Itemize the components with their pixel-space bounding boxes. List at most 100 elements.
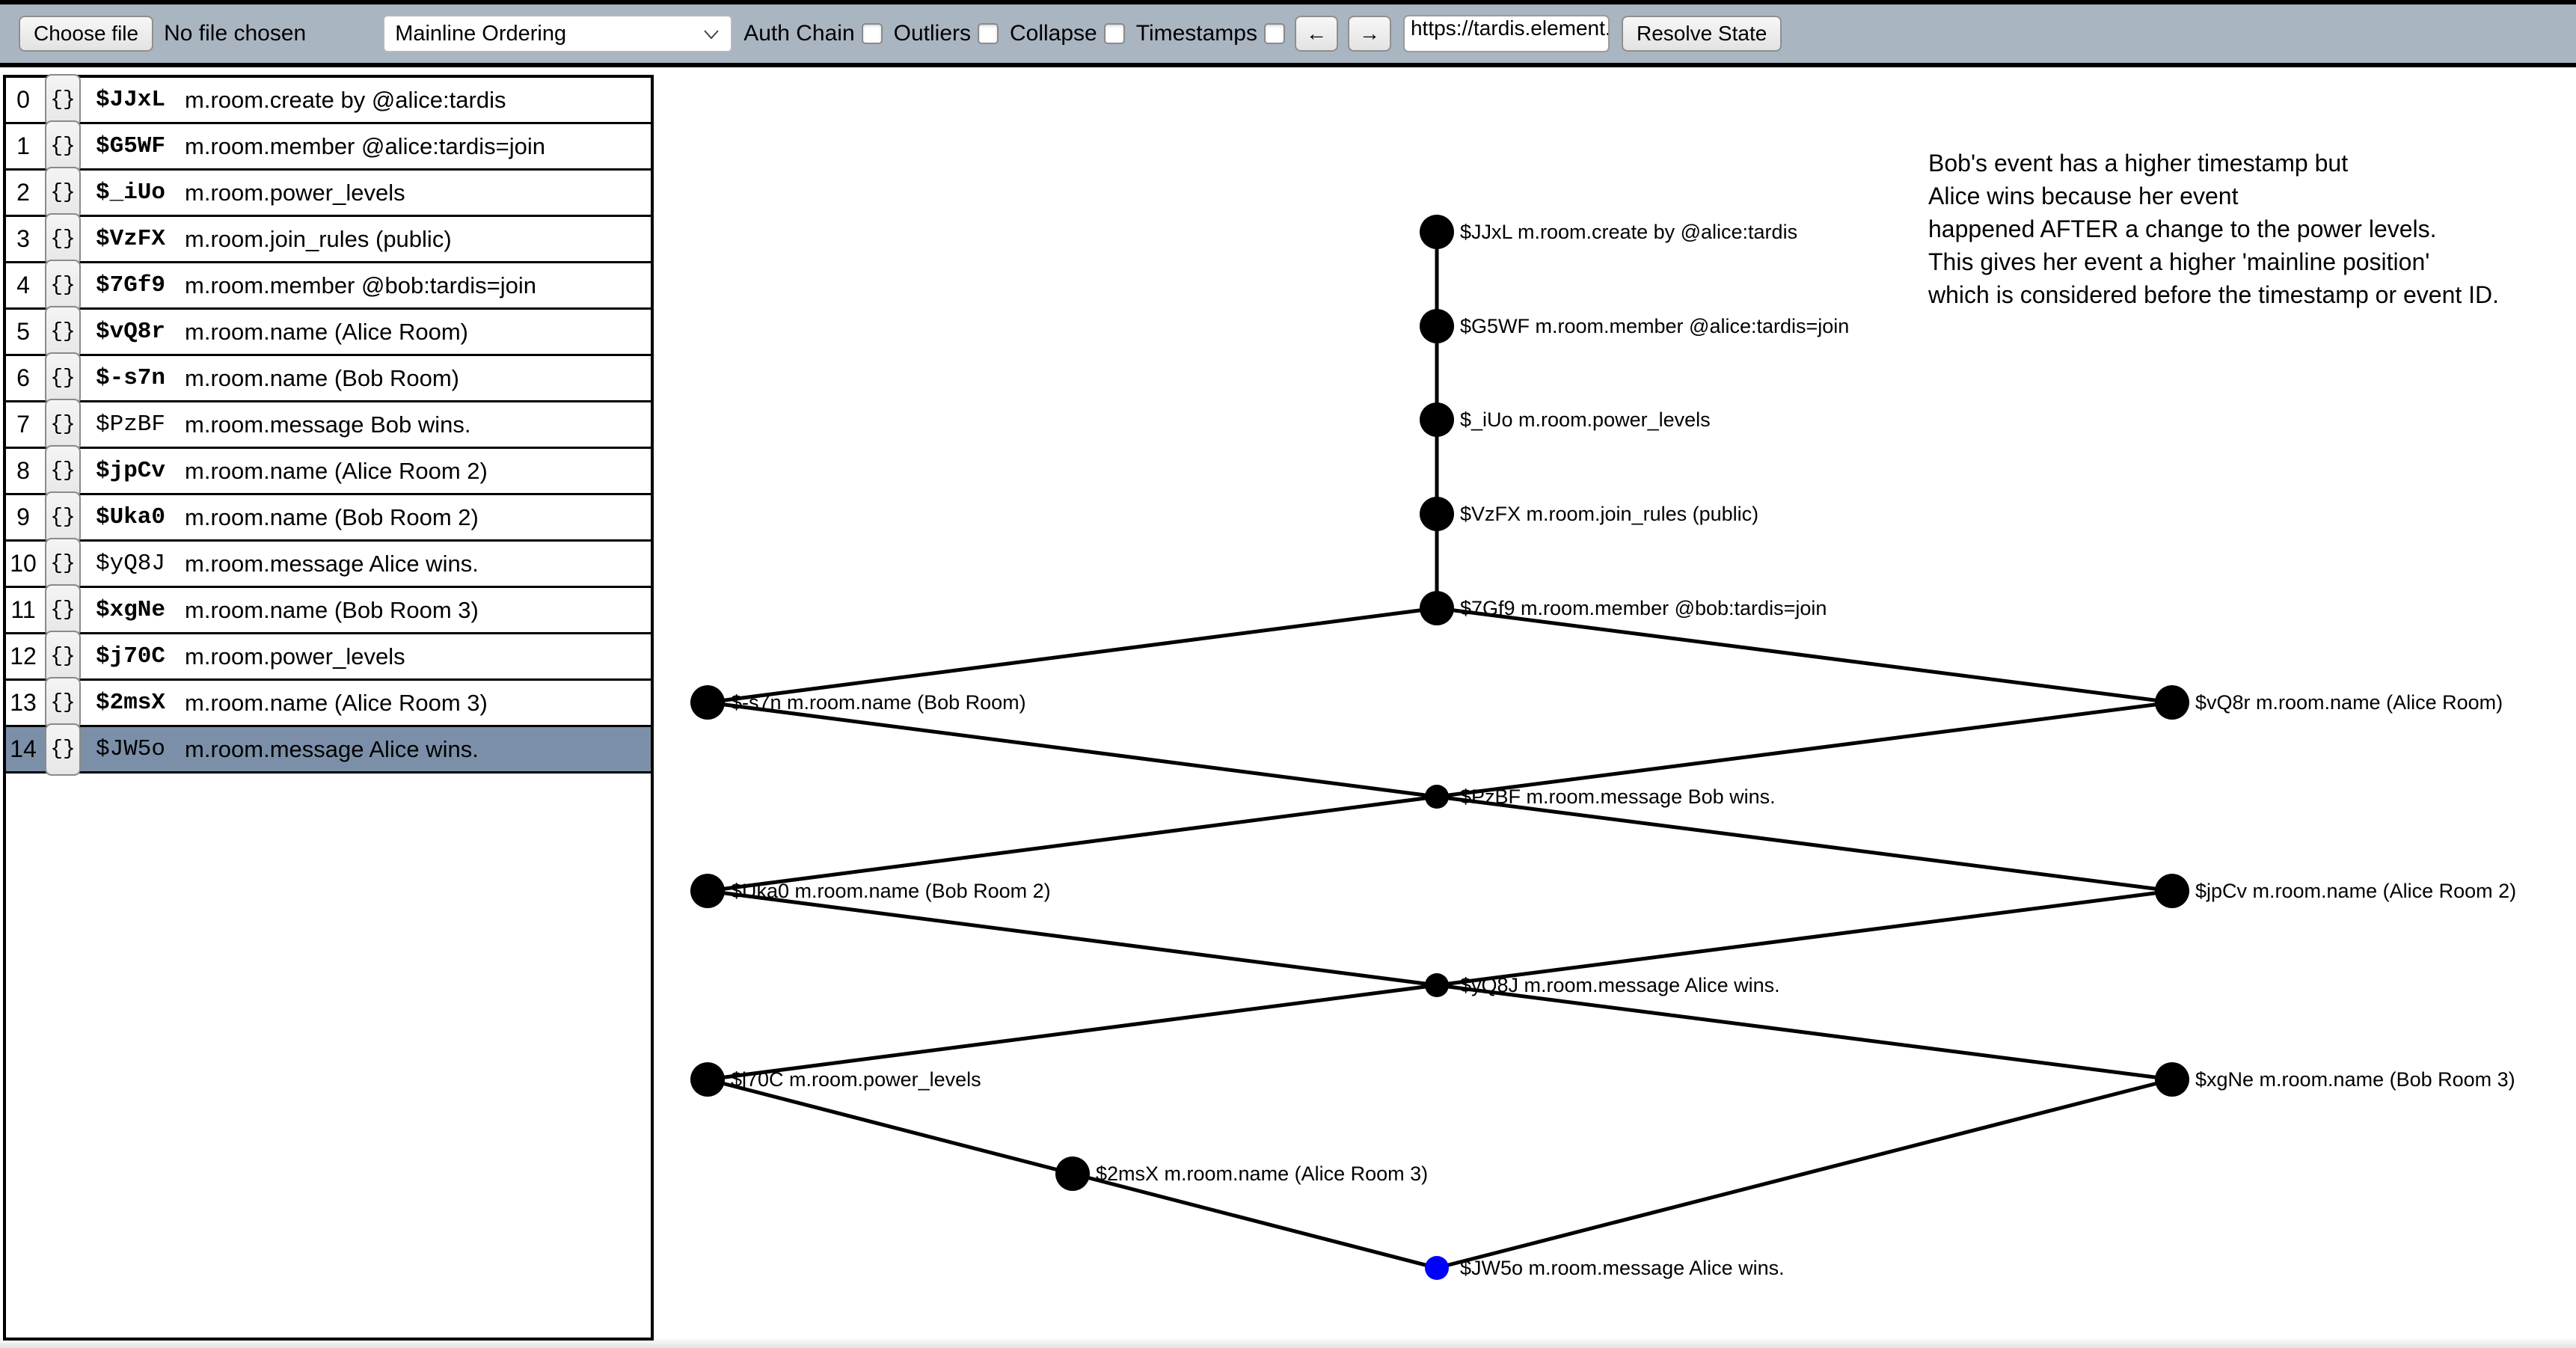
annotation-note: Bob's event has a higher timestamp but A… xyxy=(1928,147,2572,311)
file-status-text: No file chosen xyxy=(164,21,307,46)
dag-node[interactable] xyxy=(1425,785,1449,809)
timestamps-option: Timestamps xyxy=(1136,21,1285,46)
back-button[interactable]: ← xyxy=(1294,16,1338,52)
event-json-button[interactable]: {} xyxy=(45,212,81,266)
dag-edge xyxy=(707,606,1438,705)
event-json-button[interactable]: {} xyxy=(45,630,81,683)
annotation-line: This gives her event a higher 'mainline … xyxy=(1928,248,2430,275)
event-row[interactable]: 6 {} $-s7n m.room.name (Bob Room) xyxy=(6,352,651,405)
event-row[interactable]: 12 {} $j70C m.room.power_levels xyxy=(6,630,651,683)
event-json-button[interactable]: {} xyxy=(45,166,81,219)
outliers-option: Outliers xyxy=(894,21,999,46)
event-json-button[interactable]: {} xyxy=(45,398,81,451)
auth-chain-label: Auth Chain xyxy=(743,21,855,46)
resolve-state-button[interactable]: Resolve State xyxy=(1621,16,1782,52)
annotation-line: which is considered before the timestamp… xyxy=(1928,281,2500,308)
dag-edge xyxy=(1436,606,2173,705)
event-row[interactable]: 2 {} $_iUo m.room.power_levels xyxy=(6,166,651,219)
collapse-checkbox[interactable] xyxy=(1103,23,1125,44)
event-index: 10 xyxy=(10,550,37,577)
dag-node-label: $7Gf9 m.room.member @bob:tardis=join xyxy=(1460,597,1827,619)
dag-node-label: $xgNe m.room.name (Bob Room 3) xyxy=(2195,1068,2515,1091)
dag-node-label: $Uka0 m.room.name (Bob Room 2) xyxy=(731,880,1051,902)
dag-node[interactable] xyxy=(690,874,725,908)
event-id: $xgNe xyxy=(96,597,166,623)
auth-chain-option: Auth Chain xyxy=(743,21,883,46)
event-description: m.room.join_rules (public) xyxy=(185,225,452,252)
dag-node-label: $JJxL m.room.create by @alice:tardis xyxy=(1460,221,1797,243)
dag-node[interactable] xyxy=(1420,497,1454,531)
event-json-button[interactable]: {} xyxy=(45,352,81,405)
ordering-select[interactable]: Mainline Ordering xyxy=(383,15,733,52)
timestamps-label: Timestamps xyxy=(1135,21,1257,46)
event-row[interactable]: 7 {} $PzBF m.room.message Bob wins. xyxy=(6,398,651,451)
event-row[interactable]: 13 {} $2msX m.room.name (Alice Room 3) xyxy=(6,676,651,729)
dag-edge xyxy=(707,983,1438,1082)
chevron-down-icon xyxy=(702,22,720,46)
event-index: 5 xyxy=(16,318,30,345)
event-description: m.room.name (Bob Room 3) xyxy=(185,596,479,623)
event-json-button[interactable]: {} xyxy=(45,305,81,358)
dag-node[interactable] xyxy=(1420,309,1454,343)
event-id: $7Gf9 xyxy=(96,272,166,298)
dag-node[interactable] xyxy=(1055,1156,1090,1191)
event-id: $vQ8r xyxy=(96,319,166,345)
dag-node[interactable] xyxy=(2155,874,2189,908)
dag-node[interactable] xyxy=(1420,591,1454,625)
dag-node[interactable] xyxy=(690,1062,725,1097)
event-row[interactable]: 3 {} $VzFX m.room.join_rules (public) xyxy=(6,212,651,266)
event-id: $jpCv xyxy=(96,458,166,484)
event-json-button[interactable]: {} xyxy=(45,676,81,729)
event-json-button[interactable]: {} xyxy=(45,73,81,126)
dag-node[interactable] xyxy=(2155,685,2189,720)
event-index: 7 xyxy=(16,411,30,438)
forward-button[interactable]: → xyxy=(1347,16,1391,52)
event-json-button[interactable]: {} xyxy=(45,491,81,544)
event-description: m.room.name (Alice Room) xyxy=(185,318,468,345)
choose-file-button[interactable]: Choose file xyxy=(19,16,154,52)
auth-chain-checkbox[interactable] xyxy=(861,23,883,44)
event-description: m.room.create by @alice:tardis xyxy=(185,86,506,113)
dag-edge xyxy=(1436,794,2173,893)
dag-node[interactable] xyxy=(690,685,725,720)
dag-node[interactable] xyxy=(2155,1062,2189,1097)
event-row[interactable]: 5 {} $vQ8r m.room.name (Alice Room) xyxy=(6,305,651,358)
event-row[interactable]: 0 {} $JJxL m.room.create by @alice:tardi… xyxy=(6,73,651,126)
server-url-input[interactable]: https://tardis.element.dev xyxy=(1402,15,1610,52)
event-index: 12 xyxy=(10,643,37,670)
dag-edge xyxy=(1436,1077,2173,1270)
event-index: 13 xyxy=(10,689,37,716)
dag-node[interactable] xyxy=(1425,973,1449,997)
dag-node[interactable] xyxy=(1420,215,1454,249)
event-row[interactable]: 11 {} $xgNe m.room.name (Bob Room 3) xyxy=(6,583,651,637)
outliers-checkbox[interactable] xyxy=(978,23,999,44)
dag-node[interactable] xyxy=(1420,402,1454,437)
event-description: m.room.message Bob wins. xyxy=(185,411,471,438)
event-json-button[interactable]: {} xyxy=(45,537,81,590)
event-row[interactable]: 9 {} $Uka0 m.room.name (Bob Room 2) xyxy=(6,491,651,544)
event-row[interactable]: 1 {} $G5WF m.room.member @alice:tardis=j… xyxy=(6,120,651,173)
event-description: m.room.name (Alice Room 3) xyxy=(185,689,488,716)
event-json-button[interactable]: {} xyxy=(45,444,81,497)
event-description: m.room.message Alice wins. xyxy=(185,550,479,577)
event-description: m.room.member @alice:tardis=join xyxy=(185,132,545,159)
dag-node-label: $JW5o m.room.message Alice wins. xyxy=(1460,1257,1785,1279)
event-json-button[interactable]: {} xyxy=(45,120,81,173)
dag-node[interactable] xyxy=(1425,1256,1449,1280)
event-index: 1 xyxy=(16,132,30,159)
event-row[interactable]: 14 {} $JW5o m.room.message Alice wins. xyxy=(6,723,651,776)
event-row[interactable]: 10 {} $yQ8J m.room.message Alice wins. xyxy=(6,537,651,590)
event-description: m.room.name (Alice Room 2) xyxy=(185,457,488,484)
timestamps-checkbox[interactable] xyxy=(1263,23,1285,44)
annotation-line: happened AFTER a change to the power lev… xyxy=(1928,215,2437,242)
dag-node-label: $-s7n m.room.name (Bob Room) xyxy=(731,691,1026,714)
event-id: $j70C xyxy=(96,643,166,670)
event-json-button[interactable]: {} xyxy=(45,723,81,776)
dag-node-label: $2msX m.room.name (Alice Room 3) xyxy=(1096,1162,1428,1185)
event-index: 8 xyxy=(16,457,30,484)
event-row[interactable]: 8 {} $jpCv m.room.name (Alice Room 2) xyxy=(6,444,651,497)
event-row[interactable]: 4 {} $7Gf9 m.room.member @bob:tardis=joi… xyxy=(6,259,651,312)
event-json-button[interactable]: {} xyxy=(45,259,81,312)
event-index: 9 xyxy=(16,503,30,530)
event-json-button[interactable]: {} xyxy=(45,583,81,637)
